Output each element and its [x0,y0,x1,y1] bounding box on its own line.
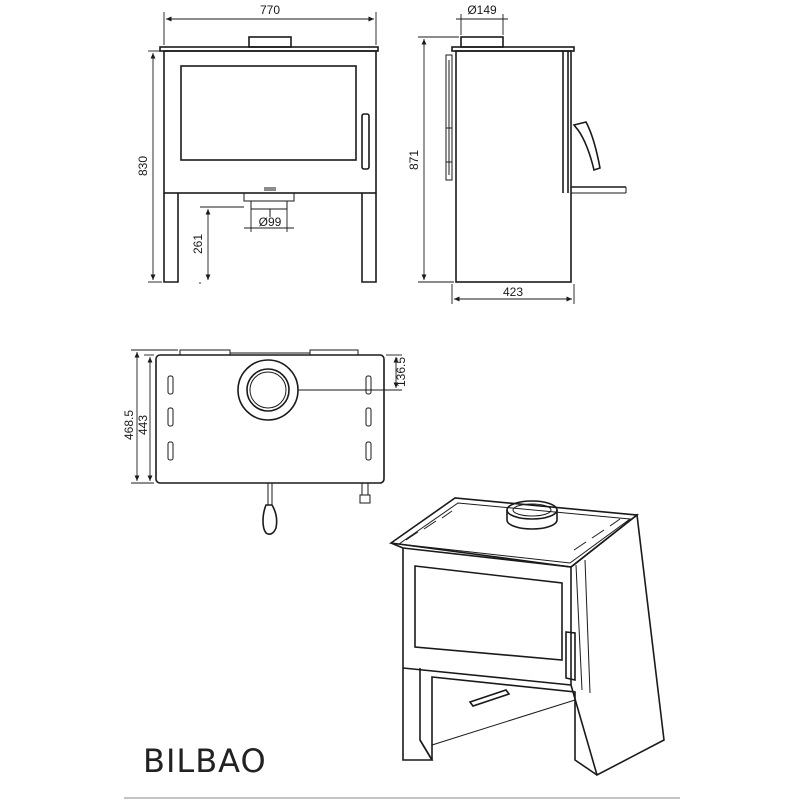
iso-flue-collar [506,500,558,530]
iso-top-slots [405,510,621,551]
top-view: 136.5 468.5 443 [122,349,408,535]
iso-door-handle [565,631,576,681]
top-flue-offset-label: 136.5 [394,357,408,387]
iso-leg-opening [431,676,598,776]
top-left-slots [167,375,174,461]
front-leg-height-label: 261 [191,234,205,254]
side-view: Ø149 871 423 [407,3,627,304]
product-name: BILBAO [143,742,267,780]
front-glass-window [180,65,357,161]
front-right-leg [361,193,377,283]
top-plate-outline [155,354,385,484]
top-flue-inner [246,368,290,412]
front-view: 770 830 261 Ø99 [136,3,379,284]
front-outlet-diameter-label: Ø99 [259,215,282,229]
side-flue-diameter-label: Ø149 [467,3,497,17]
front-door-handle [361,113,370,170]
iso-ash-lever [468,689,511,707]
front-height-label: 830 [136,156,150,176]
iso-left-leg [419,668,433,761]
top-right-slots [365,375,372,461]
iso-front-left-edge [390,542,434,761]
isometric-view [388,497,665,777]
top-door-handle [262,483,278,535]
front-left-leg [163,193,179,283]
side-flue-collar [460,36,504,48]
iso-glass-window [414,565,563,661]
front-body [163,50,377,194]
top-ash-lever [361,482,369,496]
iso-right-side [570,513,665,777]
iso-front-face [402,547,572,686]
side-height-label: 871 [407,150,421,170]
side-depth-label: 423 [503,285,523,299]
front-width-label: 770 [260,3,280,17]
front-bottom-outlet [243,187,295,217]
front-flue-collar [248,36,292,48]
side-back-vents [445,54,453,181]
side-body [455,50,572,283]
side-door-handle [572,121,601,172]
top-body-depth-label: 443 [136,415,150,435]
top-depth-label: 468.5 [122,410,136,440]
